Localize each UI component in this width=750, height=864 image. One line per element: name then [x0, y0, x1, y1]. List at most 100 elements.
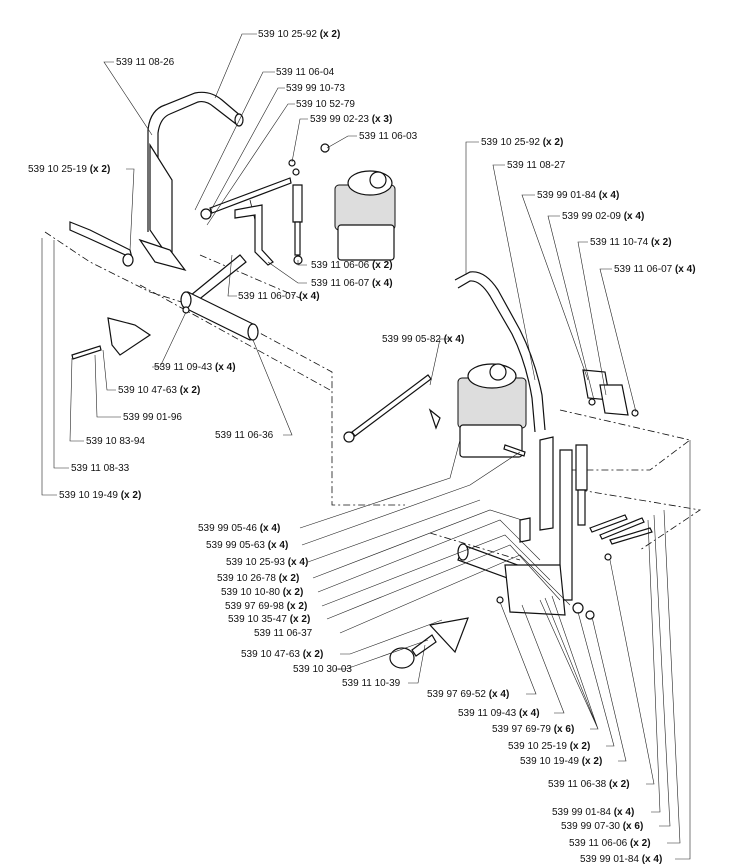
part-label: 539 11 06-03: [359, 131, 418, 142]
part-label: 539 99 02-23 (x 3): [310, 114, 392, 125]
leader-lines: [41, 33, 691, 860]
part-number: 539 99 02-09: [562, 211, 621, 222]
part-label: 539 97 69-79 (x 6): [492, 724, 574, 735]
part-number: 539 11 06-07: [238, 291, 297, 302]
part-label: 539 99 01-84 (x 4): [580, 854, 662, 864]
part-number: 539 10 25-92: [258, 29, 317, 40]
part-number: 539 10 47-63: [118, 385, 177, 396]
part-number: 539 10 25-19: [28, 164, 87, 175]
part-label: 539 10 10-80 (x 2): [221, 587, 303, 598]
part-label: 539 97 69-52 (x 4): [427, 689, 509, 700]
part-label: 539 99 01-84 (x 4): [537, 190, 619, 201]
part-number: 539 99 05-82: [382, 334, 441, 345]
part-quantity: (x 2): [300, 649, 323, 660]
part-quantity: (x 4): [596, 190, 619, 201]
part-quantity: (x 4): [516, 708, 539, 719]
part-label: 539 11 10-39: [342, 678, 401, 689]
part-number: 539 10 35-47: [228, 614, 287, 625]
part-number: 539 11 06-38: [548, 779, 607, 790]
part-label: 539 11 06-37: [254, 628, 313, 639]
part-label: 539 11 06-06 (x 2): [569, 838, 651, 849]
part-label: 539 11 06-04: [276, 67, 335, 78]
part-quantity: (x 4): [611, 807, 634, 818]
part-number: 539 99 05-63: [206, 540, 265, 551]
part-label: 539 99 10-73: [286, 83, 345, 94]
part-label: 539 11 06-07 (x 4): [614, 264, 696, 275]
part-quantity: (x 4): [672, 264, 695, 275]
part-label: 539 11 10-74 (x 2): [590, 237, 672, 248]
part-label: 539 10 25-19 (x 2): [28, 164, 110, 175]
part-number: 539 10 52-79: [296, 99, 355, 110]
part-number: 539 99 01-96: [123, 412, 182, 423]
part-number: 539 11 08-33: [71, 463, 130, 474]
part-number: 539 11 08-27: [507, 160, 566, 171]
part-quantity: (x 4): [257, 523, 280, 534]
part-number: 539 10 83-94: [86, 436, 145, 447]
part-number: 539 11 06-03: [359, 131, 418, 142]
part-label: 539 97 69-98 (x 2): [225, 601, 307, 612]
part-label: 539 10 25-19 (x 2): [508, 741, 590, 752]
part-quantity: (x 2): [118, 490, 141, 501]
part-label: 539 11 06-06 (x 2): [311, 260, 393, 271]
part-label: 539 10 19-49 (x 2): [520, 756, 602, 767]
part-number: 539 11 06-04: [276, 67, 335, 78]
part-number: 539 99 02-23: [310, 114, 369, 125]
part-quantity: (x 3): [369, 114, 392, 125]
part-label: 539 99 05-46 (x 4): [198, 523, 280, 534]
part-number: 539 99 07-30: [561, 821, 620, 832]
part-number: 539 10 25-92: [481, 137, 540, 148]
part-quantity: (x 2): [276, 573, 299, 584]
part-number: 539 11 06-07: [614, 264, 673, 275]
part-label: 539 11 09-43 (x 4): [458, 708, 540, 719]
part-label: 539 10 25-92 (x 2): [258, 29, 340, 40]
part-quantity: (x 2): [369, 260, 392, 271]
part-quantity: (x 2): [567, 741, 590, 752]
part-number: 539 11 06-36: [215, 430, 274, 441]
part-label: 539 11 08-26: [116, 57, 175, 68]
part-label: 539 11 06-36: [215, 430, 274, 441]
part-label: 539 99 02-09 (x 4): [562, 211, 644, 222]
part-quantity: (x 2): [317, 29, 340, 40]
part-quantity: (x 2): [627, 838, 650, 849]
part-number: 539 11 06-37: [254, 628, 313, 639]
part-number: 539 99 10-73: [286, 83, 345, 94]
part-number: 539 11 08-26: [116, 57, 175, 68]
part-number: 539 11 06-06: [311, 260, 370, 271]
part-number: 539 99 01-84: [580, 854, 639, 864]
part-label: 539 99 05-82 (x 4): [382, 334, 464, 345]
part-number: 539 11 09-43: [458, 708, 517, 719]
part-number: 539 10 30-03: [293, 664, 352, 675]
part-number: 539 10 19-49: [59, 490, 118, 501]
right-handle-assembly: [343, 271, 653, 669]
part-number: 539 97 69-52: [427, 689, 486, 700]
part-quantity: (x 4): [212, 362, 235, 373]
part-number: 539 99 05-46: [198, 523, 257, 534]
part-number: 539 11 09-43: [154, 362, 213, 373]
part-label: 539 99 01-84 (x 4): [552, 807, 634, 818]
part-number: 539 10 10-80: [221, 587, 280, 598]
part-number: 539 11 10-39: [342, 678, 401, 689]
part-label: 539 10 47-63 (x 2): [118, 385, 200, 396]
part-label: 539 11 06-07 (x 4): [238, 291, 320, 302]
part-number: 539 10 19-49: [520, 756, 579, 767]
part-number: 539 11 06-07: [311, 278, 370, 289]
part-quantity: (x 2): [648, 237, 671, 248]
part-quantity: (x 4): [639, 854, 662, 864]
part-number: 539 10 47-63: [241, 649, 300, 660]
part-label: 539 11 06-38 (x 2): [548, 779, 630, 790]
part-quantity: (x 2): [284, 601, 307, 612]
part-label: 539 10 52-79: [296, 99, 355, 110]
part-quantity: (x 2): [606, 779, 629, 790]
part-quantity: (x 6): [551, 724, 574, 735]
part-quantity: (x 4): [265, 540, 288, 551]
part-label: 539 99 07-30 (x 6): [561, 821, 643, 832]
part-label: 539 11 08-33: [71, 463, 130, 474]
part-number: 539 11 06-06: [569, 838, 628, 849]
part-quantity: (x 2): [177, 385, 200, 396]
part-quantity: (x 2): [287, 614, 310, 625]
part-quantity: (x 4): [285, 557, 308, 568]
part-number: 539 11 10-74: [590, 237, 649, 248]
part-label: 539 10 25-93 (x 4): [226, 557, 308, 568]
part-number: 539 10 25-19: [508, 741, 567, 752]
